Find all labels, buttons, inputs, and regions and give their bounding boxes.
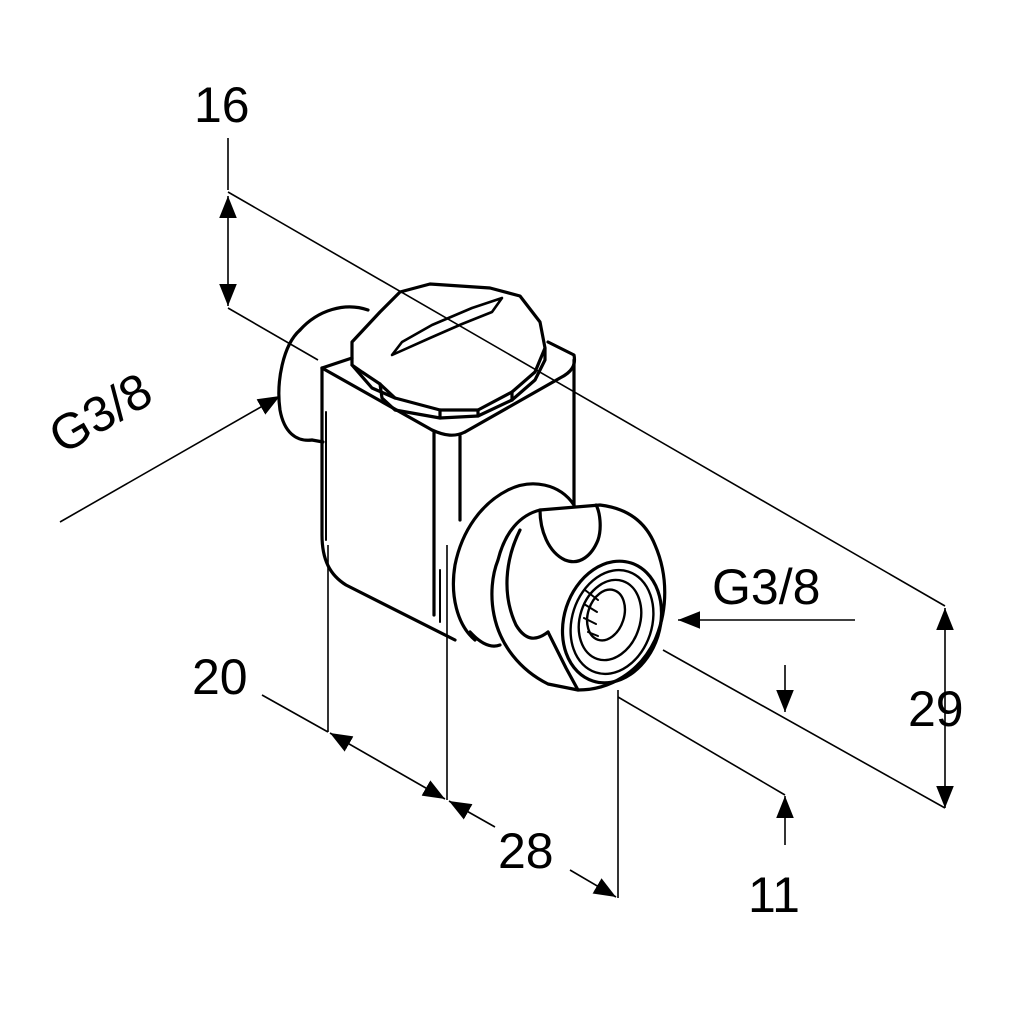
hex-nut-left-face xyxy=(505,528,550,640)
block-front-top-edge xyxy=(320,366,434,432)
outlet-collar-bottom xyxy=(468,630,502,648)
block-left-outline xyxy=(320,366,457,642)
dimension-28-label: 28 xyxy=(498,823,554,879)
left-stub-outline xyxy=(277,328,314,442)
thread-right-label: G3/8 xyxy=(712,559,821,615)
dimension-lines xyxy=(59,138,954,898)
top-long-extension xyxy=(227,191,946,607)
valve-body xyxy=(277,282,667,692)
bottom-long-extension xyxy=(662,649,946,809)
dim28-arrow-end xyxy=(569,869,617,898)
dim20-arrow-line xyxy=(329,732,446,800)
outlet-collar xyxy=(451,482,576,642)
dimension-20-label: 20 xyxy=(192,649,248,705)
left-stub-top xyxy=(298,305,370,332)
knob-lower-bevel-left xyxy=(350,363,397,400)
hex-nut-top-face xyxy=(538,503,602,564)
hex-nut-edge xyxy=(546,630,580,692)
block-top-left-edge xyxy=(320,356,354,370)
dimension-16-label: 16 xyxy=(194,77,250,133)
dimension-11-label: 11 xyxy=(748,867,800,923)
bore-thread-marks xyxy=(583,589,599,637)
bore-outer-ring xyxy=(560,559,664,685)
dim11-extension xyxy=(617,696,786,796)
block-right-top-edge xyxy=(463,340,577,434)
knob-outline xyxy=(350,282,547,412)
bore-ring-2 xyxy=(569,568,655,676)
bore-ring-3 xyxy=(577,578,643,662)
knob-slot xyxy=(390,296,504,357)
dim20-leader xyxy=(261,694,329,733)
dimension-29-label: 29 xyxy=(908,681,964,737)
thread-left-leader xyxy=(59,395,281,523)
bore-inner-ring xyxy=(585,588,627,642)
dim16-lower-extension xyxy=(227,307,319,361)
dim28-arrow-start xyxy=(448,800,496,828)
